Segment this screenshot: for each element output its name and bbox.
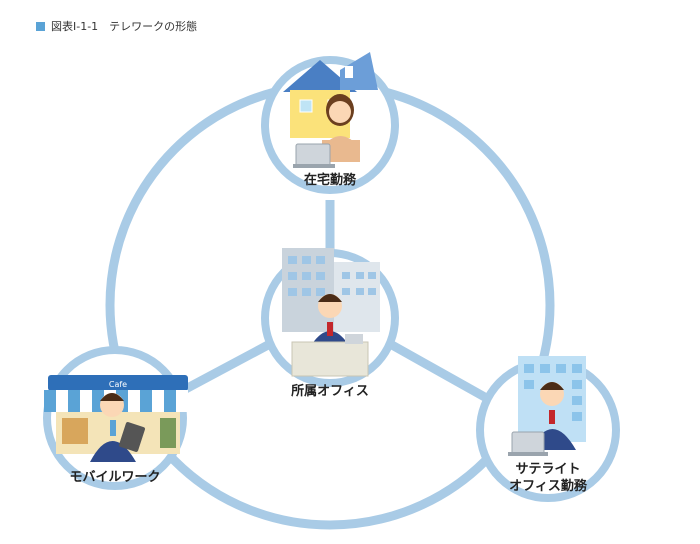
figure-caption: 図表Ⅰ-1-1 テレワークの形態: [36, 18, 197, 34]
satellite-illustration: [508, 356, 586, 456]
spoke-satellite: [389, 341, 493, 404]
label-satellite-line2: オフィス勤務: [509, 479, 587, 494]
caption-text: 図表Ⅰ-1-1 テレワークの形態: [51, 20, 198, 33]
cafe-sign: Cafe: [109, 380, 127, 389]
spoke-mobile: [177, 341, 271, 396]
caption-marker: [36, 21, 45, 31]
label-satellite-line1: サテライト: [515, 462, 581, 477]
label-home-text: 在宅勤務: [303, 173, 356, 188]
label-satellite: サテライト オフィス勤務: [488, 461, 608, 495]
cafe-illustration: Cafe: [44, 375, 188, 462]
home-illustration: [283, 52, 378, 168]
label-home: 在宅勤務: [280, 172, 380, 189]
label-mobile: モバイルワーク: [55, 469, 175, 486]
office-illustration: [282, 248, 380, 377]
label-office: 所属オフィス: [270, 383, 390, 400]
label-mobile-text: モバイルワーク: [69, 470, 161, 485]
label-office-text: 所属オフィス: [291, 384, 369, 399]
